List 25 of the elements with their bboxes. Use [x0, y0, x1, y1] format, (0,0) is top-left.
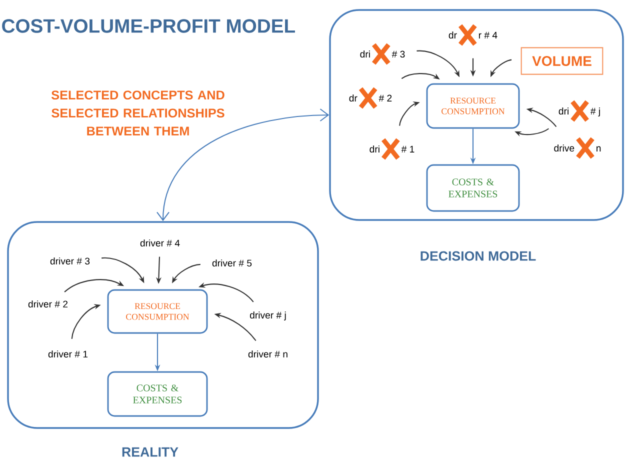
edge-label: SELECTED CONCEPTS AND SELECTED RELATIONSHIPS BETWEEN THEM — [51, 90, 224, 136]
driver-label: driver # 3 — [50, 257, 90, 264]
driver-label: dri # 1 — [370, 137, 414, 161]
panel-frame — [329, 9, 624, 221]
driver-label: dr r # 4 — [448, 23, 498, 47]
driver-label: driver # 2 — [28, 300, 68, 308]
process-box: RESOURCE CONSUMPTION — [426, 83, 520, 129]
volume-box: VOLUME — [520, 47, 604, 75]
process-box: COSTS & EXPENSES — [107, 371, 208, 417]
panel-caption: DECISION MODEL — [420, 251, 536, 261]
driver-label: driver # 4 — [140, 239, 180, 246]
driver-label: driver # j — [250, 312, 286, 320]
driver-label: dri # 3 — [360, 42, 405, 66]
driver-label: driver # n — [248, 350, 288, 358]
process-box: COSTS & EXPENSES — [426, 164, 520, 212]
driver-label: drive n — [554, 136, 601, 160]
driver-label: driver # 5 — [212, 259, 252, 266]
panel-caption: REALITY — [122, 447, 178, 457]
panel-frame — [7, 221, 319, 429]
process-box: RESOURCE CONSUMPTION — [107, 289, 208, 334]
driver-label: dr # 2 — [349, 86, 392, 110]
arrow — [156, 108, 330, 222]
driver-label: dri # j — [558, 99, 600, 123]
title: COST-VOLUME-PROFIT MODEL — [2, 19, 295, 33]
driver-label: driver # 1 — [48, 350, 88, 358]
